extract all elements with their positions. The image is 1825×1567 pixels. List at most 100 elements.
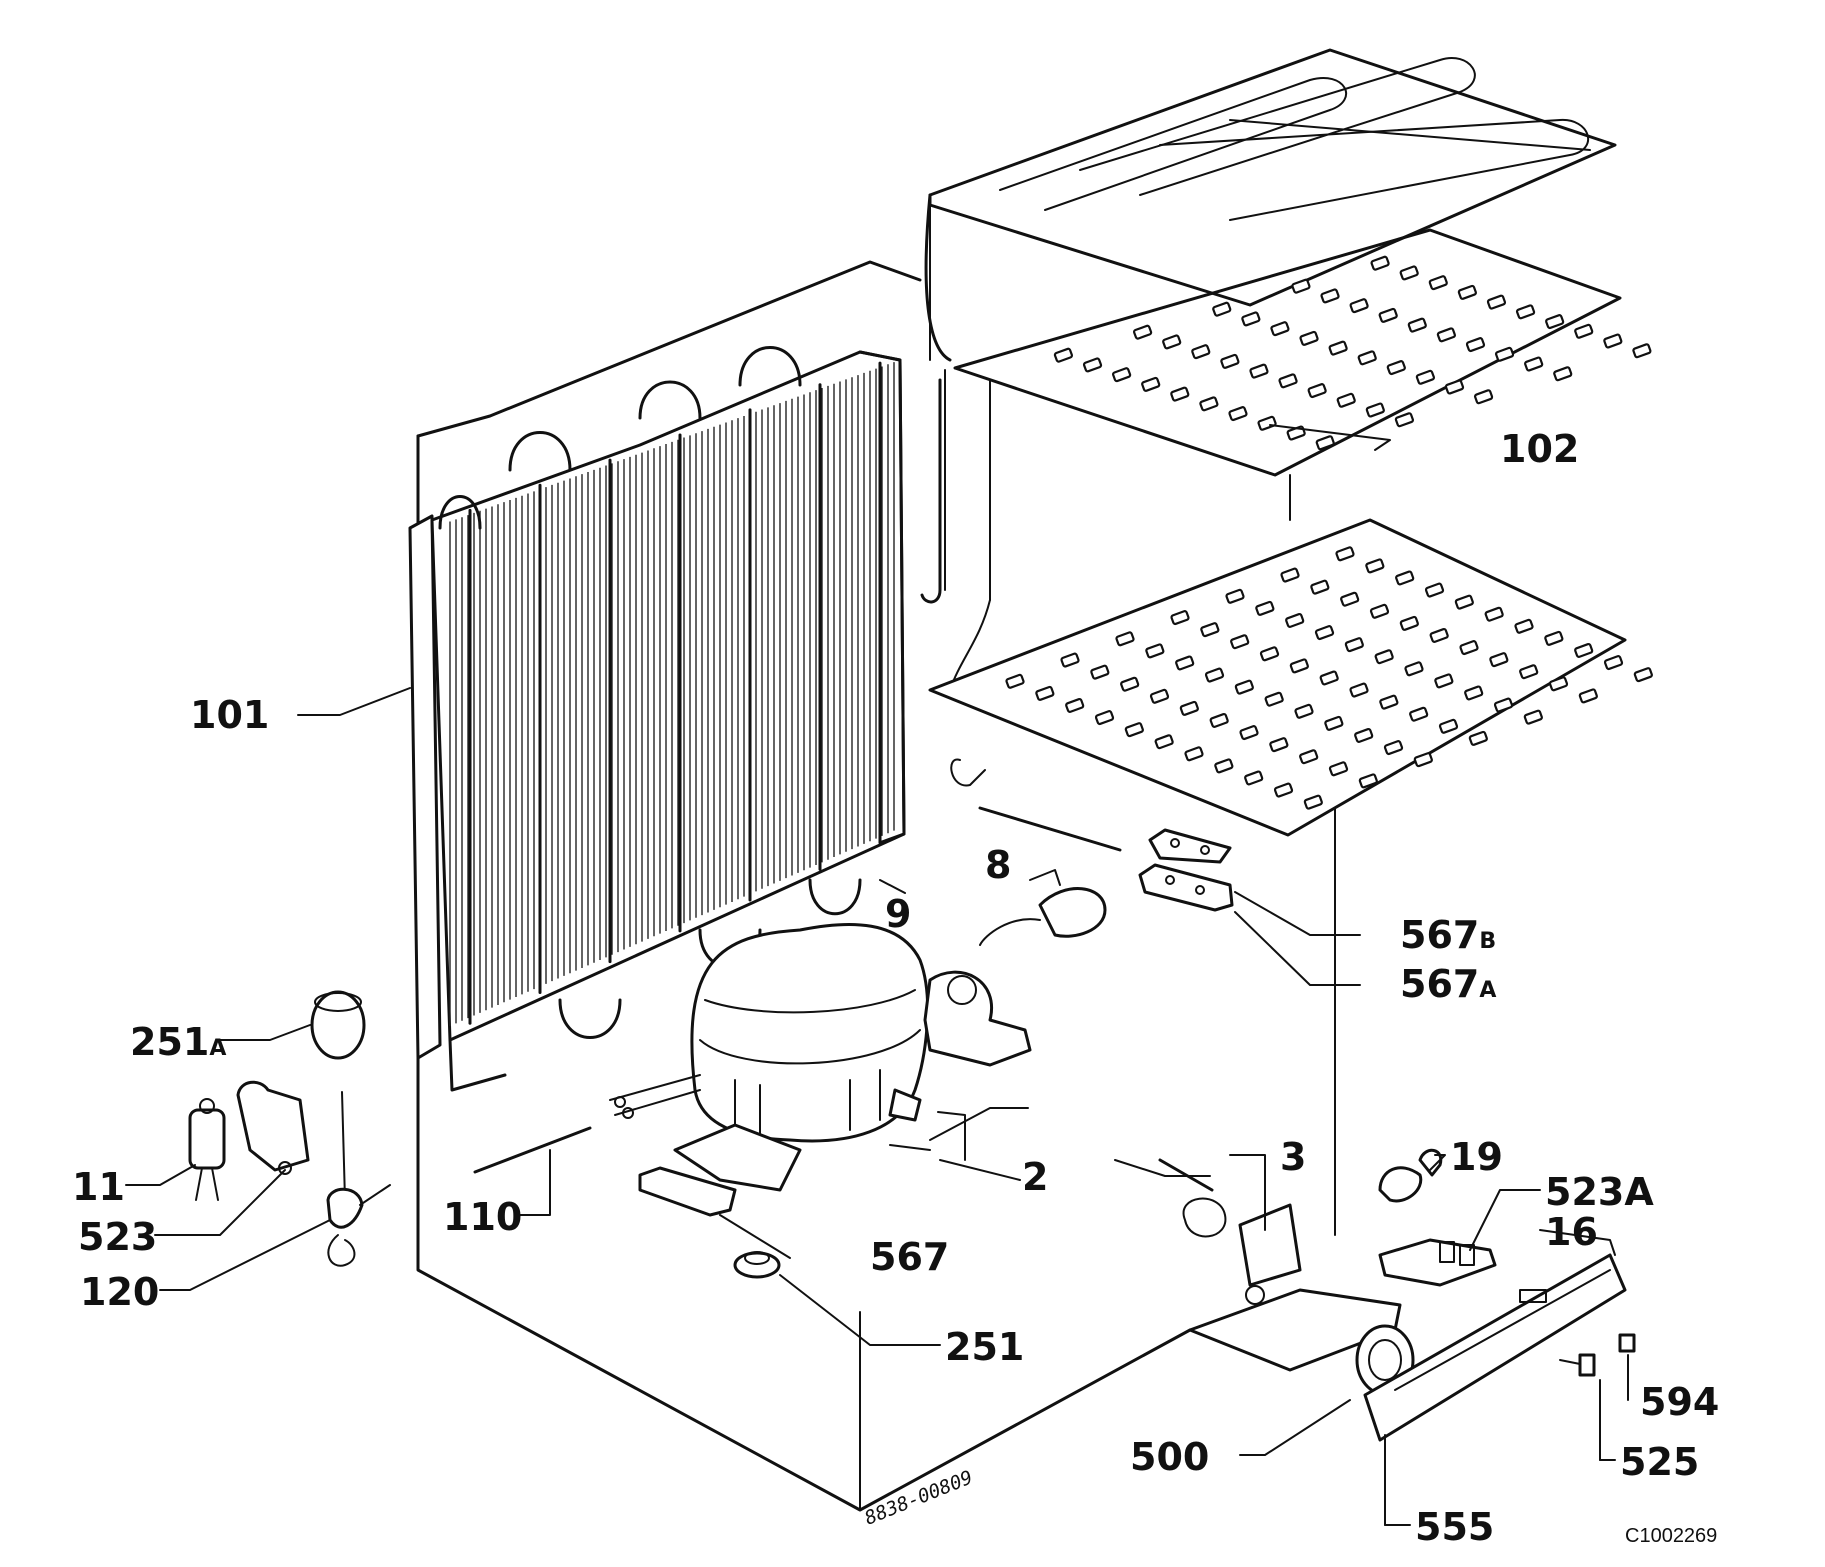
shelf-slot (1005, 673, 1025, 689)
shelf-slot (1209, 712, 1229, 728)
shelf-slot (1060, 652, 1080, 668)
callout-102: 102 (1500, 427, 1579, 471)
callout-16: 16 (1545, 1210, 1598, 1254)
shelf-slot (1259, 646, 1280, 662)
drawing-stamp-code: 8838-00809 (862, 1466, 976, 1529)
shelf-slot (1574, 323, 1594, 339)
callout-567a-suffix: A (1479, 978, 1496, 1003)
shelf-slot (1603, 333, 1623, 349)
shelf-slot (1120, 676, 1140, 692)
shelf-slot (1404, 661, 1424, 677)
lens-594 (1618, 1333, 1636, 1353)
callout-19: 19 (1450, 1135, 1503, 1179)
shelf-slot (1545, 314, 1565, 330)
capacitor-11 (188, 1098, 226, 1201)
shelf-slot (1244, 770, 1264, 786)
thermal-protector-8 (979, 869, 1107, 946)
shelf-slot (1407, 317, 1427, 333)
shelf-slot (1315, 435, 1335, 451)
shelf-slot (1415, 369, 1435, 385)
shelf-slot (1633, 667, 1653, 683)
shelf-slot (1270, 321, 1290, 337)
callout-110: 110 (443, 1195, 522, 1239)
grommet-251 (733, 1251, 781, 1279)
shelf-slot (1370, 255, 1390, 271)
callout-567a: 567A (1400, 962, 1496, 1006)
shelf-slot (1191, 344, 1211, 360)
shelf-slot (1280, 567, 1300, 583)
shelf-slot (1299, 330, 1319, 346)
shelf-slot (1141, 376, 1161, 392)
shelf-slot (1162, 334, 1182, 350)
shelf-slot (1179, 700, 1199, 716)
shelf-slot (1515, 304, 1536, 320)
evaporator-102 (920, 48, 1653, 837)
shelf-slot (1578, 688, 1598, 704)
shelf-slot (1320, 288, 1340, 304)
callout-251a-suffix: A (209, 1036, 226, 1061)
shelf-slot (1574, 642, 1594, 658)
bracket-523 (236, 1080, 310, 1175)
shelf-slot (1115, 631, 1135, 647)
switch-525 (1559, 1353, 1596, 1377)
control-housing-500 (1188, 1288, 1415, 1396)
shelf-slot (1434, 673, 1454, 689)
shelf-slot (1328, 761, 1349, 777)
shelf-slot (1314, 625, 1335, 641)
shelf-slot (1214, 758, 1234, 774)
callout-9: 9 (885, 892, 911, 936)
shelf-slot (1473, 389, 1494, 405)
bracket-567 (638, 1166, 737, 1217)
shelf-slot (1365, 558, 1385, 574)
shelf-slot (1335, 546, 1355, 562)
shelf-slot (1457, 284, 1477, 300)
shelf-slot (1112, 367, 1132, 383)
control-panel-555 (1363, 1253, 1627, 1442)
callout-251: 251 (945, 1325, 1024, 1369)
shelf-slot (1465, 337, 1486, 353)
shelf-slot (1386, 360, 1406, 376)
shelf-slot (1603, 655, 1624, 671)
callout-594: 594 (1640, 1380, 1719, 1424)
shelf-slot (1365, 402, 1385, 418)
shelf-slot (1409, 706, 1429, 722)
callout-555: 555 (1415, 1505, 1494, 1549)
shelf-slot (1454, 594, 1474, 610)
shelf-slot (1220, 353, 1240, 369)
shelf-slot (1269, 737, 1289, 753)
shelf-slot (1241, 311, 1261, 327)
tube-110 (473, 1126, 592, 1174)
callout-251a: 251A (130, 1020, 226, 1064)
thermostat-sensor-120 (326, 1091, 391, 1267)
shelf-slot (1255, 600, 1275, 616)
shelf-slot (1145, 643, 1165, 659)
shelf-slot (1369, 603, 1390, 619)
shelf-slot (1257, 415, 1277, 431)
lamp-holder-523a (1378, 1238, 1497, 1287)
shelf-slot (1358, 773, 1378, 789)
shelf-slot (1289, 658, 1309, 674)
shelf-slot (1395, 570, 1415, 586)
callout-3: 3 (1280, 1135, 1306, 1179)
shelf-slot (1170, 386, 1190, 402)
callout-11: 11 (72, 1165, 125, 1209)
callout-8: 8 (985, 843, 1011, 887)
shelf-slot (1436, 327, 1456, 343)
shelf-slot (1230, 634, 1250, 650)
shelf-slot (1486, 294, 1507, 310)
shelf-slot (1468, 730, 1488, 746)
callout-523a: 523A (1545, 1170, 1654, 1214)
shelf-slot (1053, 347, 1074, 363)
shelf-slot (1239, 725, 1259, 741)
shelf-slot (1299, 749, 1319, 765)
shelf-slot (1459, 640, 1479, 656)
shelf-slot (1632, 343, 1652, 359)
callout-2: 2 (1022, 1155, 1048, 1199)
shelf-slot (1379, 694, 1399, 710)
callout-251a-number: 251 (130, 1020, 209, 1064)
shelf-slot (1065, 697, 1085, 713)
shelf-slot (1438, 718, 1459, 734)
shelf-slot (1544, 630, 1564, 646)
shelf-slot (1154, 734, 1174, 750)
